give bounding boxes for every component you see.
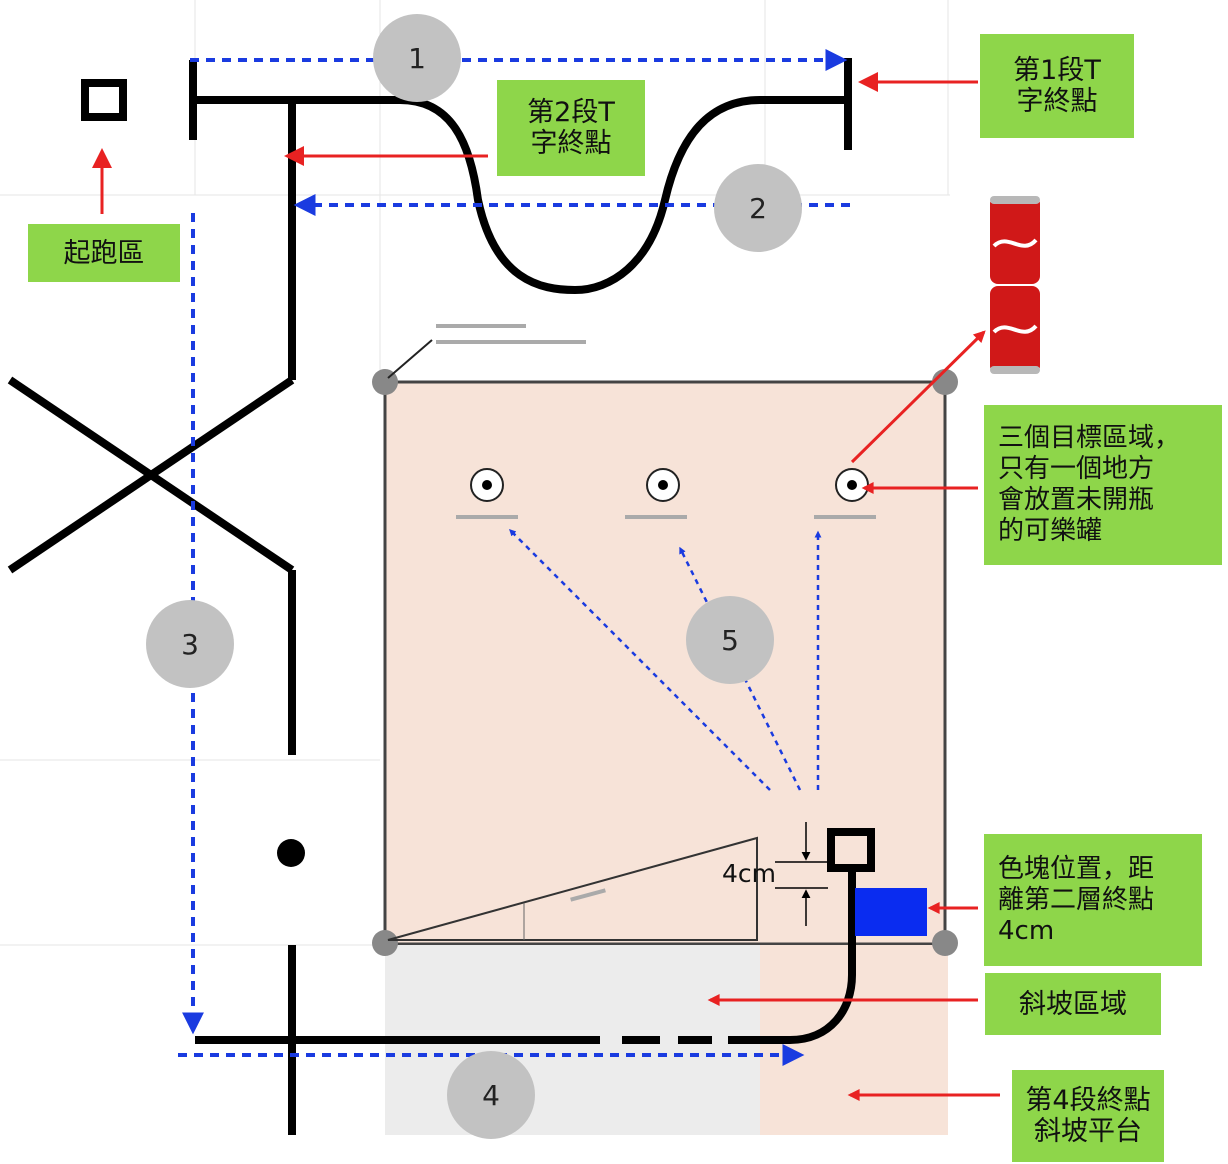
step-number: 2 [749, 191, 767, 225]
post-note-scribble [436, 324, 526, 328]
color-block [855, 888, 927, 936]
end-square-marker [827, 828, 875, 872]
label-start-zone: 起跑區 [28, 224, 180, 282]
platform-area [383, 380, 947, 946]
cola-can-icon [990, 286, 1040, 374]
target-ring [835, 468, 869, 502]
track-lines [7, 58, 856, 1135]
corner-post [932, 369, 958, 395]
start-square-marker [81, 79, 127, 121]
label-seg4-end: 第4段終點 斜坡平台 [1012, 1070, 1164, 1162]
distance-label: 4cm [722, 859, 777, 888]
label-target-zones: 三個目標區域， 只有一個地方 會放置未開瓶 的可樂罐 [984, 405, 1222, 565]
step-number: 5 [721, 623, 739, 657]
cola-can-icon [990, 196, 1040, 284]
pointer-arrows [92, 72, 1000, 1101]
target-caption-scribble [456, 515, 518, 519]
corner-post [932, 930, 958, 956]
step-number: 1 [408, 41, 426, 75]
step-number: 4 [482, 1078, 500, 1112]
target-ring [646, 468, 680, 502]
step-circle-4: 4 [447, 1051, 535, 1139]
ramp-triangle [387, 836, 758, 941]
corner-post [372, 930, 398, 956]
target-caption-scribble [625, 515, 687, 519]
distance-dimension [775, 822, 828, 926]
label-seg2-end: 第2段T 字終點 [497, 80, 645, 176]
label-seg1-end: 第1段T 字終點 [980, 34, 1134, 138]
target-caption-scribble [814, 515, 876, 519]
route-arrows-step-5 [509, 529, 822, 791]
step-circle-5: 5 [686, 596, 774, 684]
label-block-position: 色塊位置，距 離第二層終點 4cm [984, 834, 1202, 966]
step-circle-1: 1 [373, 14, 461, 102]
ramp-text-scribble [570, 888, 606, 902]
checkpoint-dot [277, 839, 305, 867]
step-circle-3: 3 [146, 600, 234, 688]
target-ring [470, 468, 504, 502]
label-ramp-zone: 斜坡區域 [985, 973, 1161, 1035]
post-note-scribble [436, 340, 586, 344]
step-number: 3 [181, 627, 199, 661]
step-circle-2: 2 [714, 164, 802, 252]
